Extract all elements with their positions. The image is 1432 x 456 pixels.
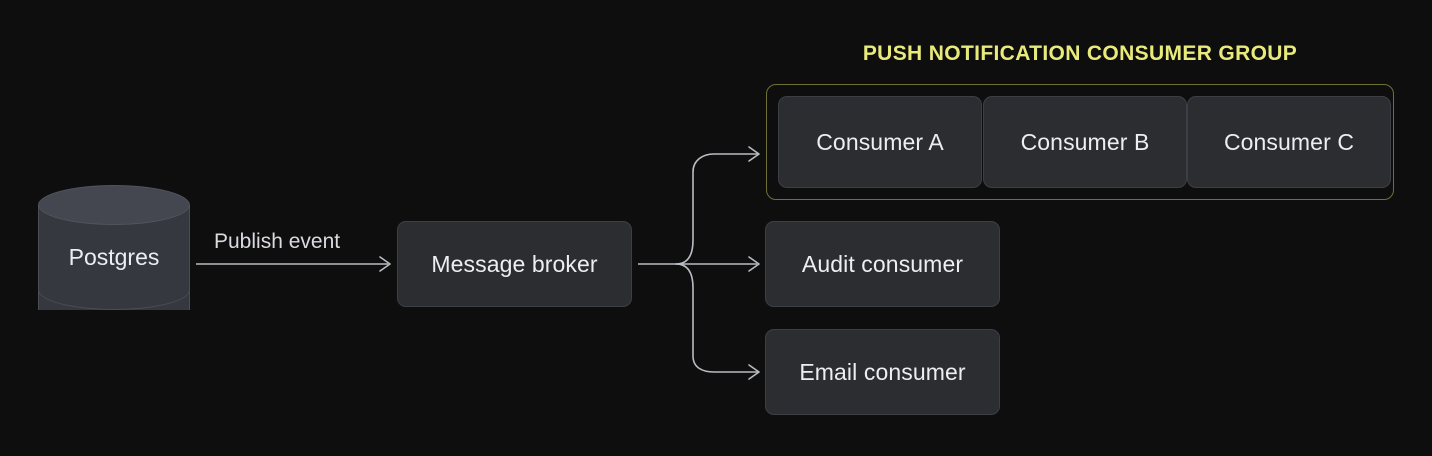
message-broker-node[interactable]: Message broker (397, 221, 632, 307)
audit-consumer-node[interactable]: Audit consumer (765, 221, 1000, 307)
consumer-a-node[interactable]: Consumer A (778, 96, 982, 188)
postgres-label: Postgres (68, 244, 160, 270)
push-notification-consumer-group-frame (766, 84, 1394, 200)
edge-broker-to-consumer-group (675, 146, 760, 265)
publish-event-edge-label: Publish event (214, 230, 341, 253)
consumer-c-node[interactable]: Consumer C (1187, 96, 1391, 188)
edge-postgres-to-broker (196, 256, 391, 272)
consumer-group-title: PUSH NOTIFICATION CONSUMER GROUP (862, 42, 1298, 65)
email-consumer-node[interactable]: Email consumer (765, 329, 1000, 415)
edge-broker-to-audit-consumer (676, 256, 760, 272)
cylinder-top-ellipse (38, 185, 190, 225)
edge-broker-to-email-consumer (675, 263, 760, 380)
cylinder-bottom (38, 270, 190, 310)
consumer-b-node[interactable]: Consumer B (983, 96, 1187, 188)
postgres-database-node[interactable]: Postgres (38, 185, 190, 330)
